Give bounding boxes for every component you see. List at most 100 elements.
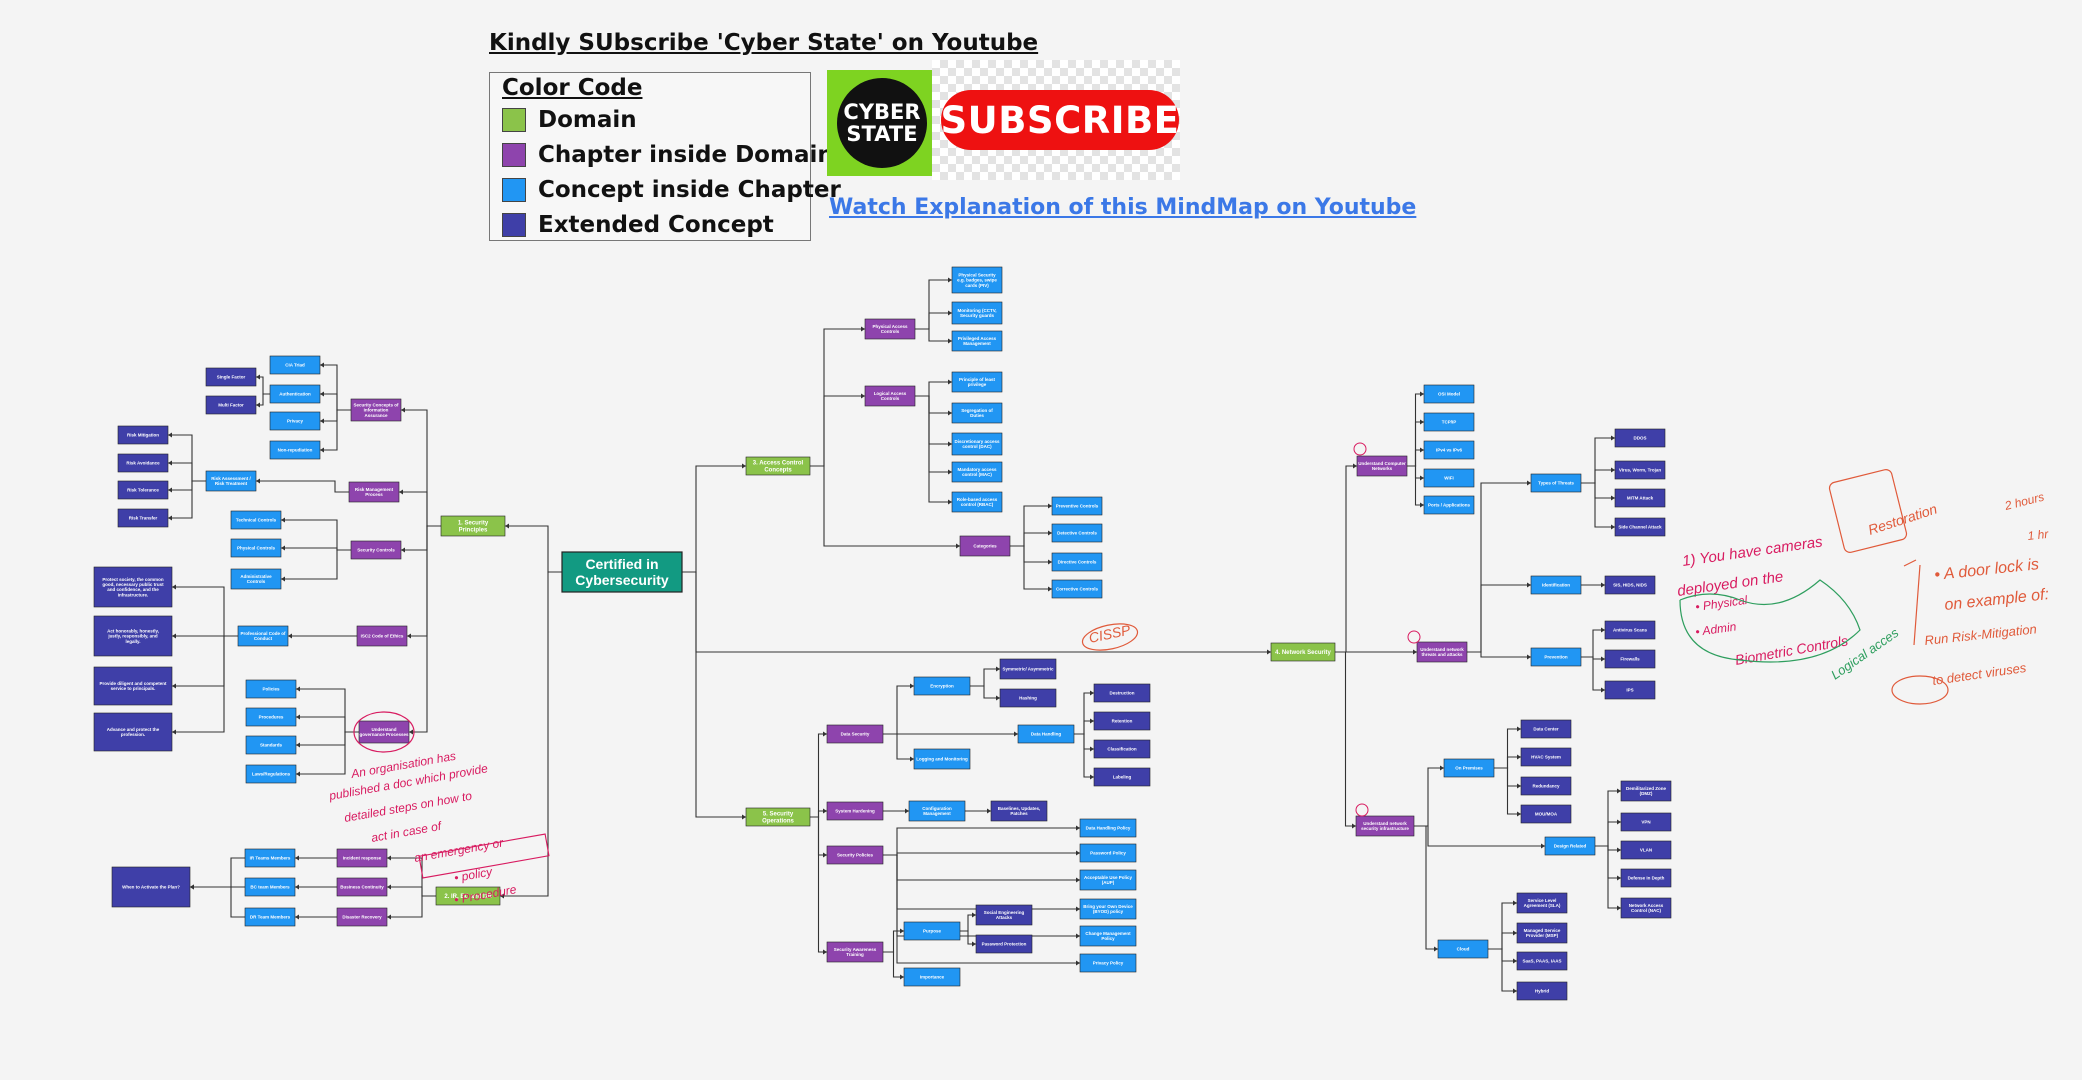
node-dh[interactable]: Data Handling <box>1017 724 1075 744</box>
node-lab[interactable]: Labeling <box>1093 767 1151 787</box>
subscribe-button[interactable]: SUBSCRIBE <box>941 90 1179 150</box>
node-ports[interactable]: Ports / Applications <box>1423 495 1475 515</box>
node-authn[interactable]: Authentication <box>269 384 321 404</box>
node-bc[interactable]: Business Continuity <box>336 877 388 897</box>
node-c1[interactable]: Preventive Controls <box>1051 496 1103 516</box>
node-p2[interactable]: Monitoring (CCTV,Security guards <box>951 301 1003 325</box>
node-pur[interactable]: Purpose <box>903 921 961 941</box>
node-d4[interactable]: 4. Network Security <box>1270 642 1336 662</box>
node-prp[interactable]: Privacy Policy <box>1079 953 1137 973</box>
node-ethics[interactable]: ISC2 Code of Ethics <box>356 625 408 647</box>
node-rm4[interactable]: Risk Transfer <box>117 508 169 528</box>
node-sh[interactable]: System Hardening <box>826 801 884 821</box>
node-aup[interactable]: Acceptable Use Policy(AUP) <box>1079 869 1137 891</box>
node-rm2[interactable]: Risk Avoidance <box>117 453 169 473</box>
node-pwp[interactable]: Password Protection <box>975 934 1033 954</box>
node-bup[interactable]: Baselines, Updates,Patches <box>990 800 1048 822</box>
node-imp[interactable]: Importance <box>903 967 961 987</box>
node-ident[interactable]: Identification <box>1530 575 1582 595</box>
node-dhp[interactable]: Data Handling Policy <box>1079 818 1137 838</box>
node-ips[interactable]: IPS <box>1604 680 1656 700</box>
node-design[interactable]: Design Related <box>1544 836 1596 856</box>
node-e2[interactable]: Act honorably, honestly,justly, responsi… <box>93 615 173 657</box>
node-log[interactable]: Logging and Monitoring <box>913 748 971 770</box>
node-rm1[interactable]: Risk Mitigation <box>117 425 169 445</box>
node-activate[interactable]: When to Activate the Plan? <box>111 866 191 908</box>
node-cls[interactable]: Classification <box>1093 739 1151 759</box>
node-c2[interactable]: Detective Controls <box>1051 523 1103 543</box>
node-destr[interactable]: Destruction <box>1093 683 1151 703</box>
node-mou[interactable]: MOU/MOA <box>1520 804 1572 824</box>
node-rat[interactable]: Risk Assessment /Risk Treatment <box>205 470 257 492</box>
node-ids[interactable]: SIS, HIDS, NIDS <box>1604 575 1656 595</box>
node-rm3[interactable]: Risk Tolerance <box>117 480 169 500</box>
node-tech[interactable]: Technical Controls <box>230 510 282 530</box>
node-pp[interactable]: Password Policy <box>1079 843 1137 863</box>
node-dr[interactable]: Disaster Recovery <box>336 907 388 927</box>
node-nonrep[interactable]: Non-repudiation <box>269 440 321 460</box>
node-wifi[interactable]: WiFi <box>1423 468 1475 488</box>
node-sym[interactable]: Symmetric/ Asymmetric <box>999 658 1057 680</box>
node-vpn[interactable]: VPN <box>1620 812 1672 832</box>
node-phys[interactable]: Physical Controls <box>230 538 282 558</box>
node-law[interactable]: Laws/Regulations <box>245 764 297 784</box>
node-side[interactable]: Side Channel Attack <box>1614 517 1666 537</box>
node-av[interactable]: Antivirus Scans <box>1604 620 1656 640</box>
node-prev[interactable]: Prevention <box>1530 647 1582 667</box>
node-irt[interactable]: IR Teams Members <box>244 848 296 868</box>
node-multi[interactable]: Multi Factor <box>205 395 257 415</box>
node-hvac[interactable]: HVAC System <box>1520 747 1572 767</box>
node-enc[interactable]: Encryption <box>913 676 971 696</box>
node-ddos[interactable]: DDOS <box>1614 428 1666 448</box>
node-ret[interactable]: Retention <box>1093 711 1151 731</box>
youtube-explanation-link[interactable]: Watch Explanation of this MindMap on You… <box>829 195 1417 220</box>
node-pol[interactable]: Policies <box>245 679 297 699</box>
node-cat[interactable]: Categories <box>959 535 1011 557</box>
node-c4[interactable]: Corrective Controls <box>1051 579 1103 599</box>
node-std[interactable]: Standards <box>245 735 297 755</box>
node-ipv[interactable]: IPv4 vs IPv6 <box>1423 440 1475 460</box>
node-drt[interactable]: DR Team Members <box>244 907 296 927</box>
node-saas[interactable]: SaaS, PAAS, IAAS <box>1516 951 1568 971</box>
node-sp[interactable]: Security Policies <box>826 845 884 865</box>
node-c3[interactable]: Directive Controls <box>1051 552 1103 572</box>
node-tot[interactable]: Types of Threats <box>1530 473 1582 493</box>
node-sc[interactable]: Security Controls <box>350 540 402 560</box>
node-ds[interactable]: Data Security <box>826 724 884 744</box>
node-vlan[interactable]: VLAN <box>1620 840 1672 860</box>
node-ir[interactable]: Incident response <box>336 848 388 868</box>
node-osi[interactable]: OSI Model <box>1423 384 1475 404</box>
node-privacy[interactable]: Privacy <box>269 411 321 431</box>
node-d2[interactable]: 2. IR, BC and DR <box>435 886 501 906</box>
node-did[interactable]: Defense in Depth <box>1620 868 1672 888</box>
node-hybrid[interactable]: Hybrid <box>1516 981 1568 1001</box>
node-dc[interactable]: Data Center <box>1520 719 1572 739</box>
node-tcpip[interactable]: TCP/IP <box>1423 412 1475 432</box>
